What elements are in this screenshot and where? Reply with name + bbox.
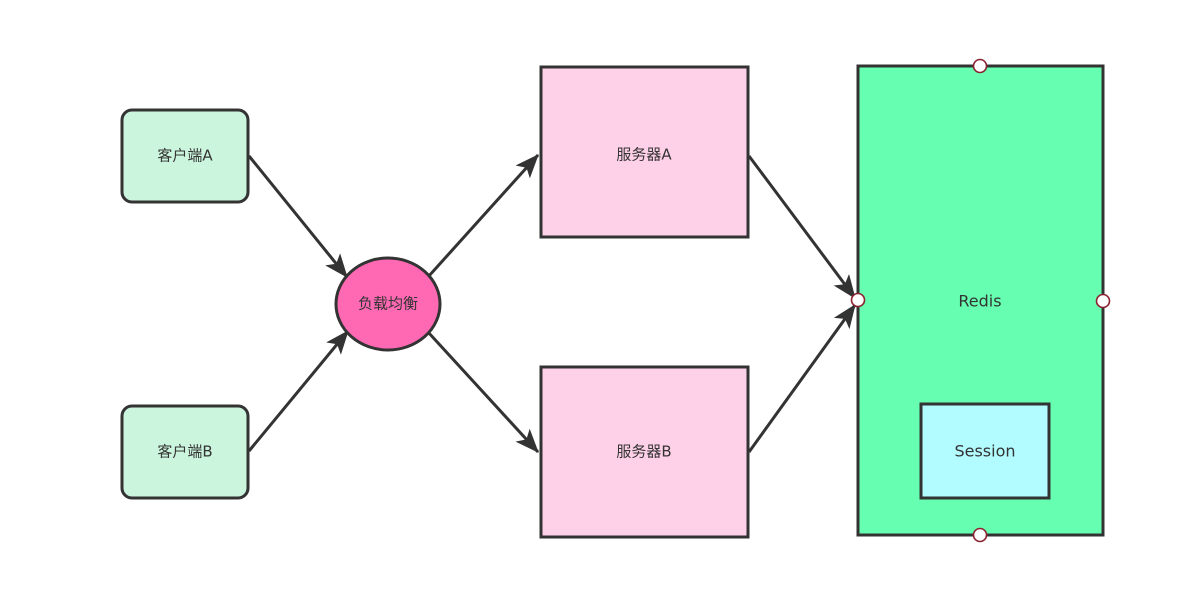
- client-b-rect[interactable]: [120, 404, 250, 500]
- edge-client-b-to-load-balancer[interactable]: [247, 330, 350, 452]
- session-rect[interactable]: [919, 402, 1051, 500]
- client-a-rect[interactable]: [120, 108, 250, 204]
- edge-load-balancer-to-server-b[interactable]: [426, 330, 540, 454]
- node-load-balancer[interactable]: 负载均衡: [334, 256, 442, 352]
- server-b-rect[interactable]: [539, 365, 750, 539]
- edge-client-a-to-load-balancer[interactable]: [247, 155, 349, 278]
- edges-layer: [247, 153, 857, 454]
- resize-handle-bottom[interactable]: [972, 527, 988, 543]
- node-client-b[interactable]: 客户端B: [120, 404, 250, 500]
- resize-handle-top[interactable]: [972, 58, 988, 74]
- resize-handle-right[interactable]: [1095, 293, 1111, 309]
- node-session[interactable]: Session: [919, 402, 1051, 500]
- edge-server-a-to-redis[interactable]: [747, 155, 857, 299]
- resize-handle-left[interactable]: [850, 292, 866, 308]
- load-balancer-ellipse[interactable]: [334, 256, 442, 352]
- node-server-a[interactable]: 服务器A: [539, 65, 750, 239]
- node-server-b[interactable]: 服务器B: [539, 365, 750, 539]
- edge-load-balancer-to-server-a[interactable]: [426, 153, 540, 279]
- edge-server-b-to-redis[interactable]: [747, 304, 857, 453]
- selection-handles-layer: [850, 58, 1111, 543]
- node-client-a[interactable]: 客户端A: [120, 108, 250, 204]
- server-a-rect[interactable]: [539, 65, 750, 239]
